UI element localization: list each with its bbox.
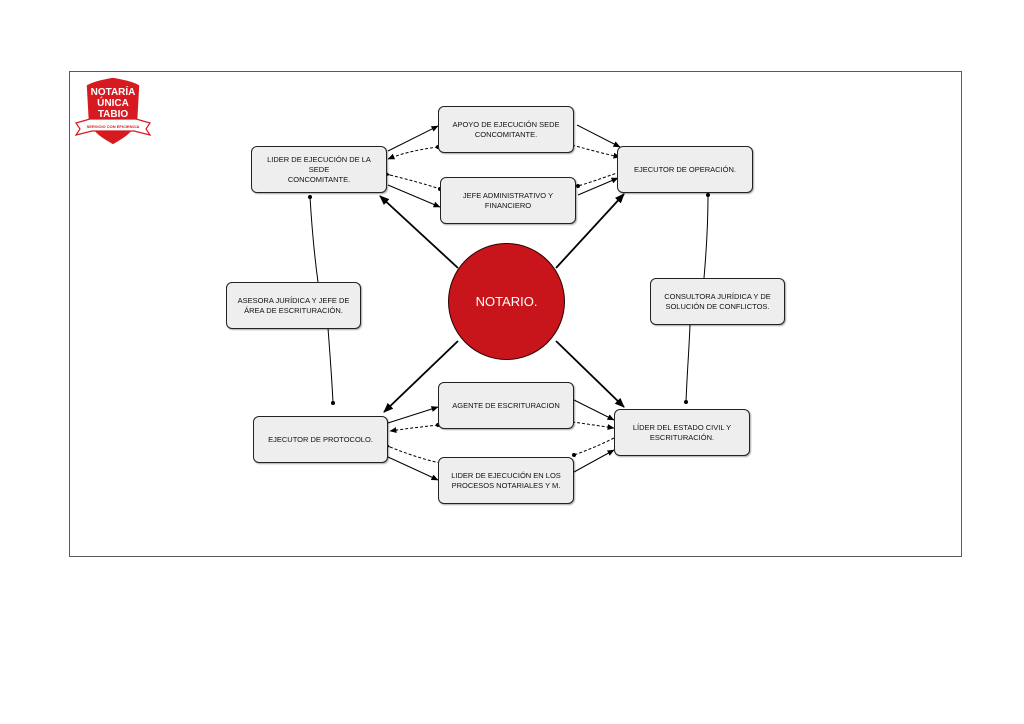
node-lider-procesos-line2: PROCESOS NOTARIALES Y M. [451,480,561,490]
logo-line-1: NOTARÍA [91,85,136,98]
node-jefe-admin-line2: FINANCIERO [484,200,532,210]
logo-line-2: ÚNICA [97,96,129,109]
node-ejecutor-operacion: EJECUTOR DE OPERACIÓN. [617,146,753,193]
node-agente: AGENTE DE ESCRITURACION [438,382,574,429]
node-lider-estado-civil-line2: ESCRITURACIÓN. [649,432,715,442]
node-jefe-admin-line1: JEFE ADMINISTRATIVO Y [462,190,554,200]
connectors-vertical [308,193,710,405]
connectors-top-right [570,124,628,196]
notaria-logo: NOTARÍA ÚNICA TABIO SERVICIO CON EFICIEN… [74,76,152,146]
connectors-bottom-right [570,399,622,473]
node-ejecutor-protocolo-line1: EJECUTOR DE PROTOCOLO. [268,434,373,444]
logo-line-3: TABIO [98,109,129,120]
node-agente-line1: AGENTE DE ESCRITURACION [452,400,560,410]
node-lider-sede-line2: CONCOMITANTE. [287,174,351,184]
node-apoyo-line1: APOYO DE EJECUCIÓN SEDE [452,119,560,129]
node-asesora-line1: ASESORA JURÍDICA Y JEFE DE [237,295,350,305]
node-ejecutor-operacion-line1: EJECUTOR DE OPERACIÓN. [634,164,736,174]
node-ejecutor-protocolo: EJECUTOR DE PROTOCOLO. [253,416,388,463]
center-node-label: NOTARIO. [475,294,538,309]
center-arrows [379,193,625,413]
connectors-top-left [382,125,442,208]
node-lider-procesos-line1: LIDER DE EJECUCIÓN EN LOS [451,470,561,480]
node-consultora-line1: CONSULTORA JURÍDICA Y DE [664,291,771,301]
node-lider-estado-civil-line1: LÍDER DEL ESTADO CIVIL Y [632,422,732,432]
node-lider-sede-line1: LIDER DE EJECUCIÓN DE LA SEDE [267,154,371,174]
logo-ribbon-text: SERVICIO CON EFICIENCIA [87,124,140,129]
center-node-notario: NOTARIO. [448,243,565,360]
node-asesora-line2: ÁREA DE ESCRITURACIÓN. [244,305,343,315]
node-apoyo-line2: CONCOMITANTE. [474,129,538,139]
connectors-bottom-left [382,406,442,481]
node-consultora-line2: SOLUCIÓN DE CONFLICTOS. [665,301,770,311]
page-frame [69,71,962,557]
